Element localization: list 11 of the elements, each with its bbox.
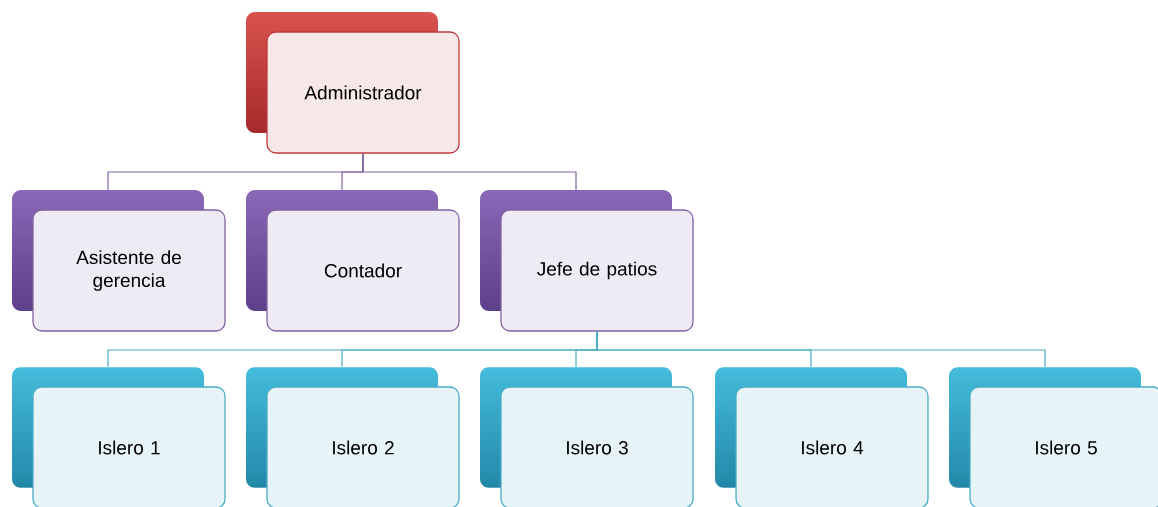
org-chart-box: Administrador [266,31,460,154]
org-chart-box: Contador [266,209,460,332]
org-chart-box: Asistente de gerencia [32,209,226,332]
org-chart-box: Islero 2 [266,386,460,507]
org-chart-box: Islero 1 [32,386,226,507]
connector-line [596,331,1046,368]
org-chart-box: Islero 4 [735,386,929,507]
org-chart-box: Jefe de patios [500,209,694,332]
org-chart-box: Islero 5 [969,386,1158,507]
org-chart-box: Islero 3 [500,386,694,507]
connector-line [362,153,577,191]
